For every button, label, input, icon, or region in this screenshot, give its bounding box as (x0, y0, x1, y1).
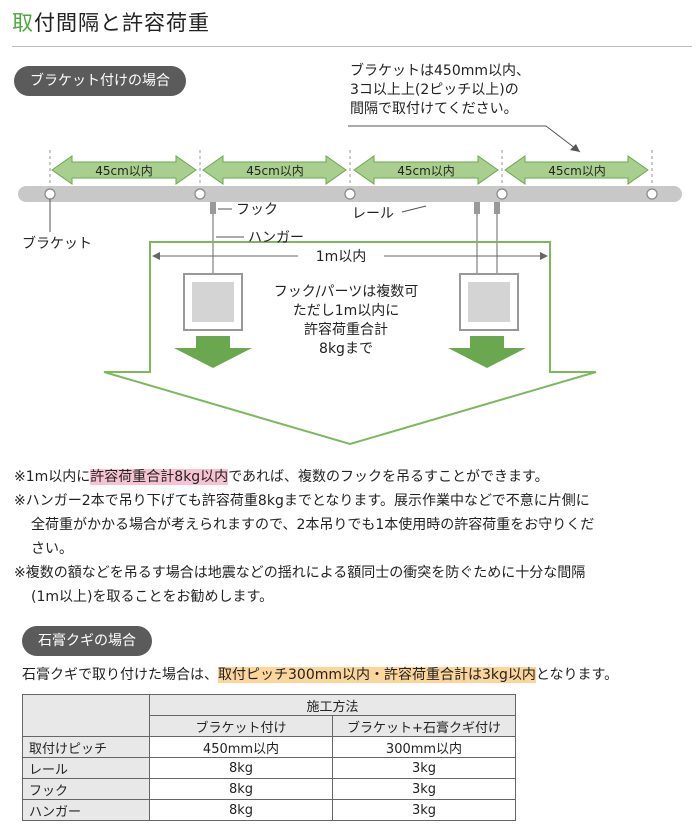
span-label-2: 45cm以内 (246, 164, 304, 178)
page-title-first-char: 取 (12, 11, 34, 35)
gypsum-note: 石膏クギで取り付けた場合は、取付ピッチ300mm以内・許容荷重合計は3kg以内と… (22, 664, 618, 686)
hook-right-2 (494, 202, 500, 214)
callout-line-1: ブラケットは450mm以内、 (350, 63, 530, 79)
span-label-1: 45cm以内 (95, 164, 153, 178)
note-1-post: であれば、複数のフックを吊るすことができます。 (228, 469, 549, 485)
span-arrow-2 (202, 155, 347, 185)
table-row: レール 8kg 3kg (22, 757, 516, 779)
spec-table: 施工方法 ブラケット付け ブラケット+石膏クギ付け 取付けピッチ 450mm以内… (22, 694, 516, 821)
dimension-1m-arrow-right (540, 252, 548, 260)
table-cell: 8kg (149, 799, 333, 821)
table-row: 取付けピッチ 450mm以内 300mm以内 (22, 736, 516, 758)
table-cell: 8kg (149, 757, 333, 779)
note-3-line-1: ※複数の額などを吊るす場合は地震などの揺れによる額同士の衝突を防ぐために十分な間… (14, 565, 586, 581)
gypsum-note-pre: 石膏クギで取り付けた場合は、 (22, 667, 218, 683)
span-label-4: 45cm以内 (548, 164, 606, 178)
note-2-line-3: さい。 (31, 541, 73, 557)
table-corner-cell (22, 694, 150, 737)
center-note-line-1: フック/パーツは複数可 (274, 283, 418, 300)
table-row-label: フック (22, 778, 150, 800)
span-arrow-1 (51, 155, 197, 185)
bracket-points (44, 188, 658, 200)
span-arrow-3 (353, 155, 499, 185)
dimension-1m-label: 1m以内 (316, 249, 367, 265)
gypsum-note-highlight: 取付ピッチ300mm以内・許容荷重合計は3kg以内 (218, 667, 536, 683)
table-cell: 3kg (332, 757, 516, 779)
hook-left (210, 202, 216, 214)
note-2-line-1: ※ハンガー2本で吊り下げても許容荷重8kgまでとなります。展示作業中などで不意に… (14, 493, 590, 509)
bracket-guides (49, 150, 653, 186)
span-label-3: 45cm以内 (397, 164, 455, 178)
table-cell: 300mm以内 (332, 736, 516, 758)
table-cell: 8kg (149, 778, 333, 800)
note-2-line-2: 全荷重がかかる場合が考えられますので、2本吊りでも1本使用時の許容荷重をお守りく… (31, 517, 595, 533)
section-bracket-pill: ブラケット付けの場合 (14, 66, 186, 96)
callout-leader-line (348, 125, 581, 153)
page-title: 取付間隔と許容荷重 (12, 6, 692, 40)
note-1-pre: ※1m以内に (14, 469, 91, 485)
page-title-rest: 付間隔と許容荷重 (34, 11, 210, 35)
note-1-highlight: 許容荷重合計8kg以内 (90, 469, 229, 485)
section-gypsum-pill: 石膏クギの場合 (22, 626, 152, 656)
note-3-line-2: (1m以上)を取ることをお勧めします。 (31, 589, 274, 605)
table-cell: 450mm以内 (149, 736, 333, 758)
table-group-header: 施工方法 (149, 694, 516, 716)
span-arrows (51, 155, 649, 185)
table-cell: 3kg (332, 799, 516, 821)
note-1: ※1m以内に許容荷重合計8kg以内であれば、複数のフックを吊るすことができます。 (14, 465, 594, 489)
label-bracket: ブラケット (22, 235, 92, 252)
callout-line-2: 3コ以上上(2ピッチ以上)の (350, 82, 519, 98)
dimension-1m-arrow-left (152, 252, 160, 260)
span-arrow-4 (504, 155, 649, 185)
label-hanger: ハンガー (248, 230, 304, 246)
table-col-bracket-gypsum: ブラケット+石膏クギ付け (332, 715, 516, 737)
table-row-label: ハンガー (22, 799, 150, 821)
hook-right-1 (474, 202, 480, 214)
table-row: フック 8kg 3kg (22, 778, 516, 800)
callout-leader-arrowhead (570, 144, 580, 152)
frame-left-inner (192, 282, 234, 322)
rail-diagram: 45cm以内 45cm以内 45cm以内 45cm以内 1m以内 ブラケット フ… (18, 125, 682, 446)
center-note-line-4: 8kgまで (319, 341, 373, 357)
center-note-line-2: ただし1m以内に (293, 303, 400, 319)
label-hook: フック (236, 202, 278, 218)
center-note-line-3: 許容荷重合計 (304, 321, 388, 338)
title-bar: 取付間隔と許容荷重 (12, 6, 692, 47)
bracket-callout: ブラケットは450mm以内、 3コ以上上(2ピッチ以上)の 間隔で取付けてくださ… (350, 62, 530, 119)
table-row: ハンガー 8kg 3kg (22, 799, 516, 821)
callout-line-3: 間隔で取付けてください。 (350, 101, 518, 117)
table-cell: 3kg (332, 778, 516, 800)
rail-leader (401, 205, 427, 213)
load-arrow-right (448, 336, 526, 368)
table-header-row-1: 施工方法 (22, 694, 516, 737)
notes-block: ※1m以内に許容荷重合計8kg以内であれば、複数のフックを吊るすことができます。… (14, 465, 594, 609)
table-row-label: レール (22, 757, 150, 779)
label-rail: レール (352, 206, 394, 222)
load-arrow-left (174, 336, 252, 368)
load-funnel-arrow (103, 241, 597, 446)
table-row-label: 取付けピッチ (22, 736, 150, 758)
frame-right-inner (468, 282, 510, 322)
table-col-bracket: ブラケット付け (149, 715, 333, 737)
gypsum-note-post: となります。 (535, 667, 619, 683)
